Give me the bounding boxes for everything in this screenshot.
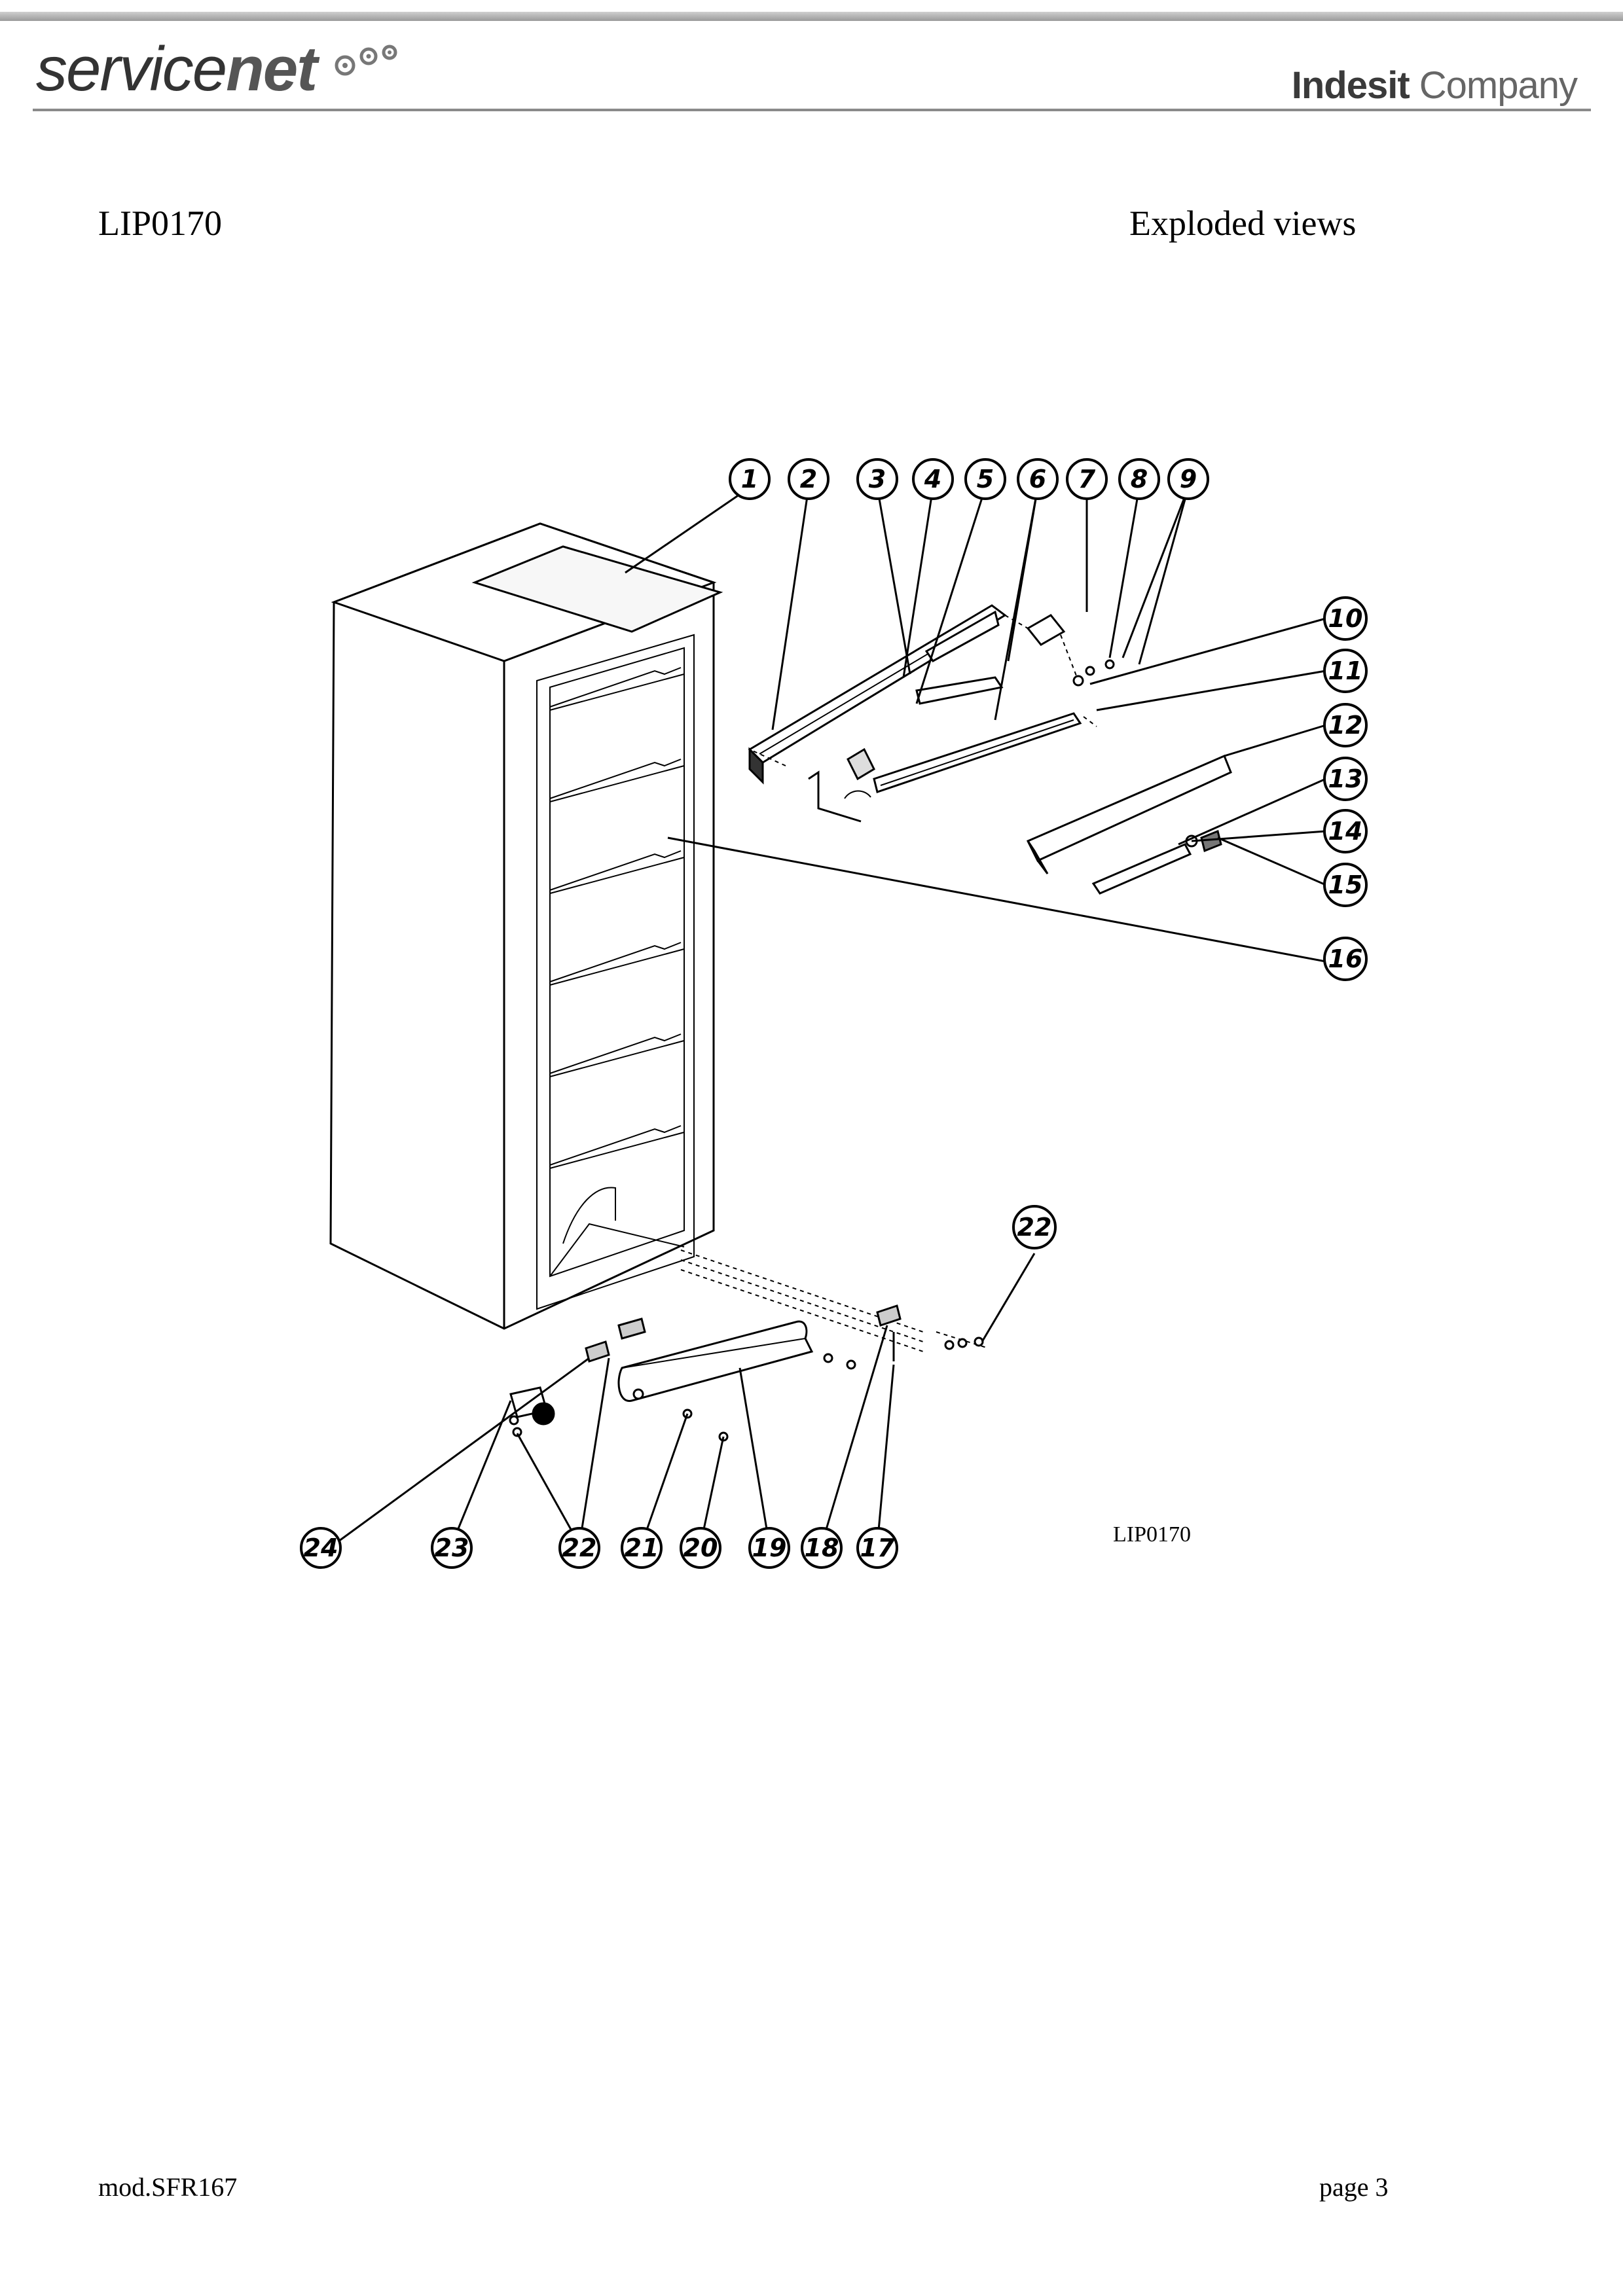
svg-text:15: 15: [1328, 870, 1363, 899]
svg-text:24: 24: [304, 1534, 338, 1562]
indesit-company-logo: Indesit Company: [1291, 64, 1578, 107]
svg-text:13: 13: [1328, 764, 1363, 793]
handle-assembly: [667, 755, 1330, 963]
bottom-assembly: [509, 1249, 989, 1442]
svg-text:18: 18: [805, 1534, 839, 1562]
svg-text:19: 19: [752, 1534, 787, 1562]
gears-icon: [335, 45, 397, 76]
callout-11: 11: [1323, 649, 1368, 693]
svg-text:9: 9: [1180, 465, 1197, 493]
callout-17: 17: [856, 1527, 898, 1569]
callout-1: 1: [729, 458, 771, 500]
doc-title: Exploded views: [1129, 204, 1357, 243]
callout-16: 16: [1323, 937, 1368, 981]
svg-text:4: 4: [924, 465, 941, 493]
svg-text:23: 23: [435, 1534, 469, 1562]
callout-20: 20: [680, 1527, 721, 1569]
callout-22-right: 22: [1012, 1205, 1057, 1249]
callout-10: 10: [1323, 596, 1368, 641]
logo-text-company: Company: [1409, 64, 1578, 107]
svg-text:6: 6: [1029, 465, 1046, 493]
svg-text:21: 21: [625, 1534, 659, 1562]
diagram-label: LIP0170: [1113, 1522, 1191, 1547]
callout-21: 21: [621, 1527, 663, 1569]
svg-text:8: 8: [1131, 465, 1148, 493]
callout-23: 23: [431, 1527, 473, 1569]
callout-9: 9: [1167, 458, 1209, 500]
header-divider: [33, 109, 1591, 111]
footer-model: mod.SFR167: [98, 2172, 238, 2202]
logo-text-indesit: Indesit: [1291, 64, 1410, 107]
callout-14: 14: [1323, 809, 1368, 853]
header-bar: [0, 12, 1623, 21]
leader-lines: [333, 486, 1326, 1546]
logo-text-net: net: [226, 34, 318, 104]
svg-text:16: 16: [1328, 944, 1363, 973]
doc-code: LIP0170: [98, 204, 222, 243]
callout-7: 7: [1066, 458, 1108, 500]
svg-text:7: 7: [1078, 465, 1096, 493]
logo-text-service: service: [36, 34, 227, 104]
callout-6: 6: [1017, 458, 1059, 500]
callout-2: 2: [788, 458, 830, 500]
callout-19: 19: [748, 1527, 790, 1569]
footer-page: page 3: [1319, 2172, 1389, 2202]
callout-12: 12: [1323, 703, 1368, 747]
callout-18: 18: [801, 1527, 843, 1569]
exploded-view-diagram: 1 2 3 4 5 6 7 8 9 10 11 12 13 14 15 16 2…: [300, 458, 1368, 1569]
callout-13: 13: [1323, 757, 1368, 801]
svg-text:12: 12: [1328, 711, 1363, 740]
callout-15: 15: [1323, 863, 1368, 907]
callout-4: 4: [912, 458, 954, 500]
svg-text:2: 2: [800, 465, 817, 493]
callout-3: 3: [856, 458, 898, 500]
servicenet-logo: servicenet: [36, 38, 318, 101]
callout-22-bottom: 22: [558, 1527, 600, 1569]
svg-text:22: 22: [1017, 1213, 1052, 1242]
svg-text:20: 20: [684, 1534, 718, 1562]
callout-24: 24: [300, 1527, 342, 1569]
svg-text:11: 11: [1328, 656, 1363, 685]
callout-8: 8: [1118, 458, 1160, 500]
svg-text:10: 10: [1328, 604, 1363, 633]
top-rail-assembly: [748, 604, 1115, 823]
svg-text:17: 17: [860, 1534, 895, 1562]
svg-text:1: 1: [741, 465, 758, 493]
svg-text:14: 14: [1328, 817, 1363, 846]
cabinet: [329, 522, 723, 1330]
svg-text:22: 22: [562, 1534, 597, 1562]
callout-5: 5: [964, 458, 1006, 500]
svg-text:3: 3: [869, 465, 886, 493]
svg-text:5: 5: [977, 465, 994, 493]
